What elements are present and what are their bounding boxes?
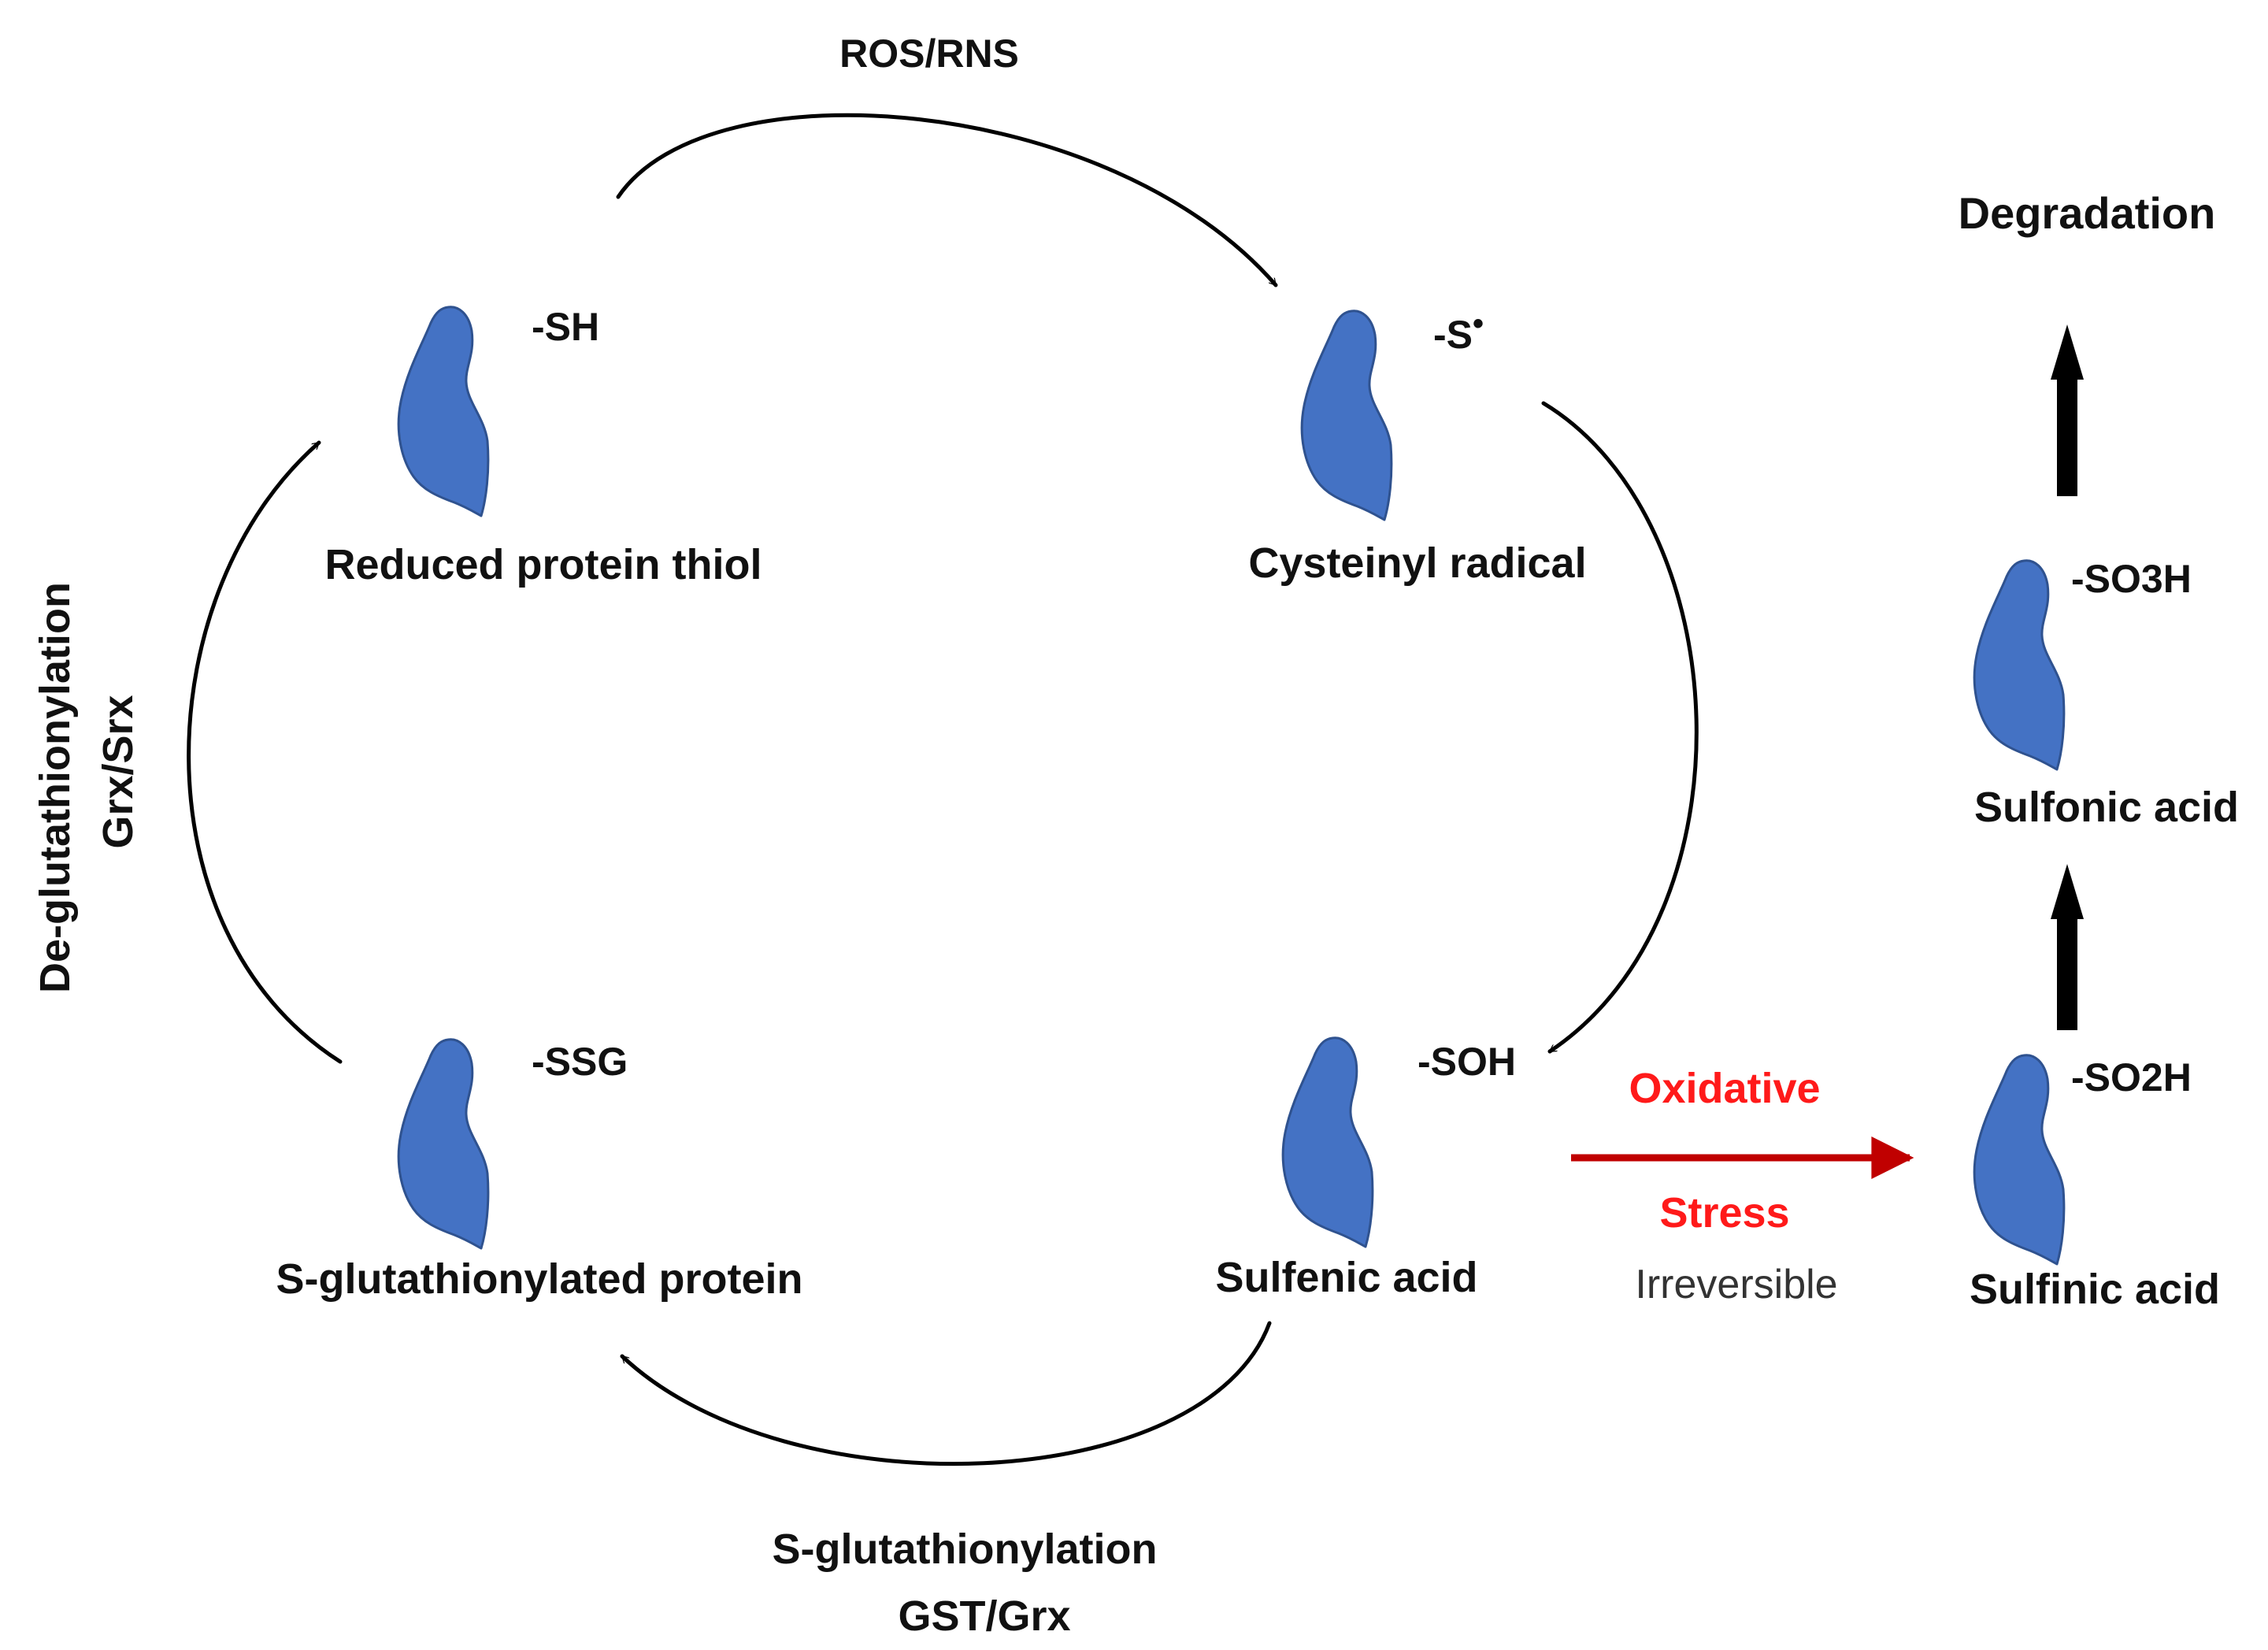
label-degradation: Degradation [1959,188,2216,238]
oxidation-arrow [616,113,1278,287]
radical-to-sulfenic-arrow [1541,401,1699,1054]
protein-radical-icon [1300,310,1393,521]
deglutathionylation-arrow [187,440,343,1064]
protein-sulfinic-icon [1973,1054,2066,1266]
group-so3h: -SO3H [2071,557,2192,601]
label-stress: Stress [1659,1189,1789,1237]
label-radical: Cysteinyl radical [1248,539,1586,587]
label-sulfinic: Sulfinic acid [1970,1266,2220,1313]
protein-reduced-icon [397,306,490,517]
label-grx-srx: Grx/Srx [94,695,142,848]
label-gst-grx: GST/Grx [898,1593,1070,1640]
sulfonic-to-degradation-arrow [2051,324,2084,496]
protein-sulfenic-icon [1281,1036,1374,1248]
label-ros-rns: ROS/RNS [839,32,1019,76]
sulfinic-to-sulfonic-arrow [2051,864,2084,1030]
label-irreversible: Irreversible [1635,1262,1837,1307]
group-soh: -SOH [1418,1040,1516,1084]
group-sh: -SH [532,305,599,349]
radical-dot: • [1473,306,1484,341]
group-so2h: -SO2H [2071,1055,2192,1099]
label-sulfonic: Sulfonic acid [1974,784,2239,831]
glutathionylation-arrow [620,1321,1272,1466]
group-ssg: -SSG [532,1040,628,1084]
protein-glutathionylated-icon [397,1038,490,1250]
label-de-glutathionylation: De-glutathionylation [32,582,79,993]
label-oxidative: Oxidative [1629,1065,1820,1112]
label-s-glutathionylation: S-glutathionylation [773,1526,1158,1573]
label-reduced: Reduced protein thiol [324,541,762,588]
protein-sulfonic-icon [1973,559,2066,771]
label-glutathionylated: S-glutathionylated protein [276,1255,803,1303]
label-sulfenic: Sulfenic acid [1215,1254,1477,1301]
group-s-radical: -S• [1433,306,1484,357]
